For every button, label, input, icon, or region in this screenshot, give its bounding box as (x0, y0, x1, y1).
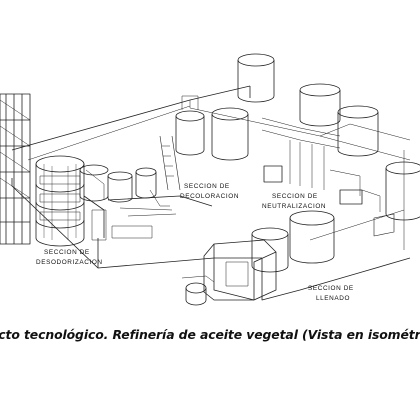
decoloracion-equipment (107, 95, 213, 239)
svg-text:SECCION DE: SECCION DE (184, 183, 230, 190)
llenado-pit (181, 239, 277, 306)
storage-tanks (79, 53, 420, 273)
svg-text:SECCION DE: SECCION DE (44, 249, 90, 256)
neutralizacion-equipment (261, 117, 395, 237)
section-label-neutralizacion: SECCION DE NEUTRALIZACION (262, 193, 326, 210)
section-label-desodorizacion: SECCION DE DESODORIZACION (36, 249, 103, 266)
svg-text:DESODORIZACION: DESODORIZACION (36, 259, 103, 266)
svg-text:NEUTRALIZACION: NEUTRALIZACION (262, 203, 326, 210)
figure-caption: Plano de proyecto tecnológico. Refinería… (0, 327, 420, 347)
svg-text:LLENADO: LLENADO (316, 295, 350, 302)
svg-text:DECOLORACION: DECOLORACION (180, 193, 239, 200)
caption-text: Plano de proyecto tecnológico. Refinería… (0, 327, 420, 342)
section-label-decoloracion: SECCION DE DECOLORACION (180, 183, 239, 200)
svg-text:SECCION DE: SECCION DE (308, 285, 354, 292)
svg-text:SECCION DE: SECCION DE (272, 193, 318, 200)
building-walls (11, 85, 411, 301)
desodorizacion-structure (0, 93, 107, 247)
section-label-llenado: SECCION DE LLENADO (308, 285, 354, 302)
